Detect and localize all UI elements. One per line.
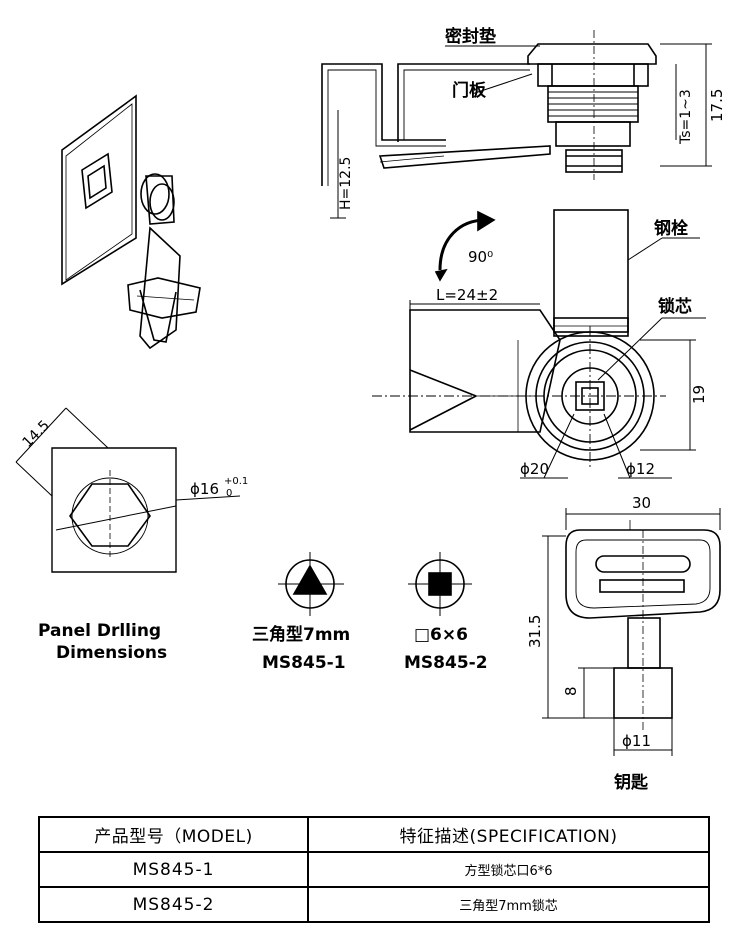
height-dimension: 17.5 bbox=[708, 89, 726, 122]
dim-145: 14.5 bbox=[20, 417, 53, 450]
rotation-label: 90⁰ bbox=[468, 248, 493, 266]
triangle-core-icon bbox=[278, 552, 344, 616]
panel-drilling-line1: Panel Drlling bbox=[38, 621, 161, 641]
row-spec: 方型锁芯口6*6 bbox=[307, 851, 710, 888]
square-type-label: □6×6 bbox=[414, 625, 468, 645]
row-model: MS845-1 bbox=[38, 851, 309, 888]
dim-19: 19 bbox=[690, 385, 708, 404]
length-dimension: L=24±2 bbox=[436, 286, 498, 304]
triangle-type-label: 三角型7mm bbox=[252, 624, 350, 645]
gasket-label: 密封垫 bbox=[445, 26, 496, 47]
panel-drilling-line2: Dimensions bbox=[56, 643, 167, 663]
table-header-row: 产品型号（MODEL) 特征描述(SPECIFICATION) bbox=[38, 816, 710, 853]
panel-drilling bbox=[15, 407, 241, 573]
header-model: 产品型号（MODEL) bbox=[38, 816, 309, 853]
dia-16-label: ϕ16 bbox=[190, 480, 219, 498]
rotation-arrow bbox=[434, 210, 496, 282]
isometric-view bbox=[61, 94, 201, 350]
table-row: MS845-1 方型锁芯口6*6 bbox=[38, 851, 710, 888]
key-label: 钥匙 bbox=[614, 772, 649, 793]
tolerance-plus: +0.1 bbox=[224, 476, 248, 487]
key-drawing bbox=[542, 508, 721, 756]
h-dimension: H=12.5 bbox=[338, 157, 354, 210]
technical-drawing: 密封垫 门板 H=12.5 Ts=1~3 17.5 90⁰ bbox=[15, 26, 726, 793]
key-height-dim: 31.5 bbox=[526, 615, 544, 648]
square-core-icon bbox=[408, 552, 472, 616]
triangle-model-label: MS845-1 bbox=[262, 653, 346, 673]
steel-bolt-label: 钢栓 bbox=[654, 218, 688, 239]
door-panel-label: 门板 bbox=[452, 80, 487, 101]
tolerance-zero: 0 bbox=[226, 488, 232, 499]
lock-core-label: 锁芯 bbox=[658, 296, 692, 317]
spec-table: 产品型号（MODEL) 特征描述(SPECIFICATION) MS845-1 … bbox=[38, 816, 710, 923]
square-model-label: MS845-2 bbox=[404, 653, 488, 673]
key-width-dim: 30 bbox=[632, 494, 651, 512]
ts-dimension: Ts=1~3 bbox=[678, 89, 694, 145]
key-shank-dim: 8 bbox=[562, 686, 580, 696]
row-model: MS845-2 bbox=[38, 886, 309, 923]
row-spec: 三角型7mm锁芯 bbox=[307, 886, 710, 923]
dia-12-label: ϕ12 bbox=[626, 460, 655, 478]
table-row: MS845-2 三角型7mm锁芯 bbox=[38, 886, 710, 923]
side-section-view bbox=[321, 30, 712, 219]
key-dia-dim: ϕ11 bbox=[622, 732, 651, 750]
header-spec: 特征描述(SPECIFICATION) bbox=[307, 816, 710, 853]
top-view bbox=[372, 209, 706, 479]
dia-20-label: ϕ20 bbox=[520, 460, 549, 478]
